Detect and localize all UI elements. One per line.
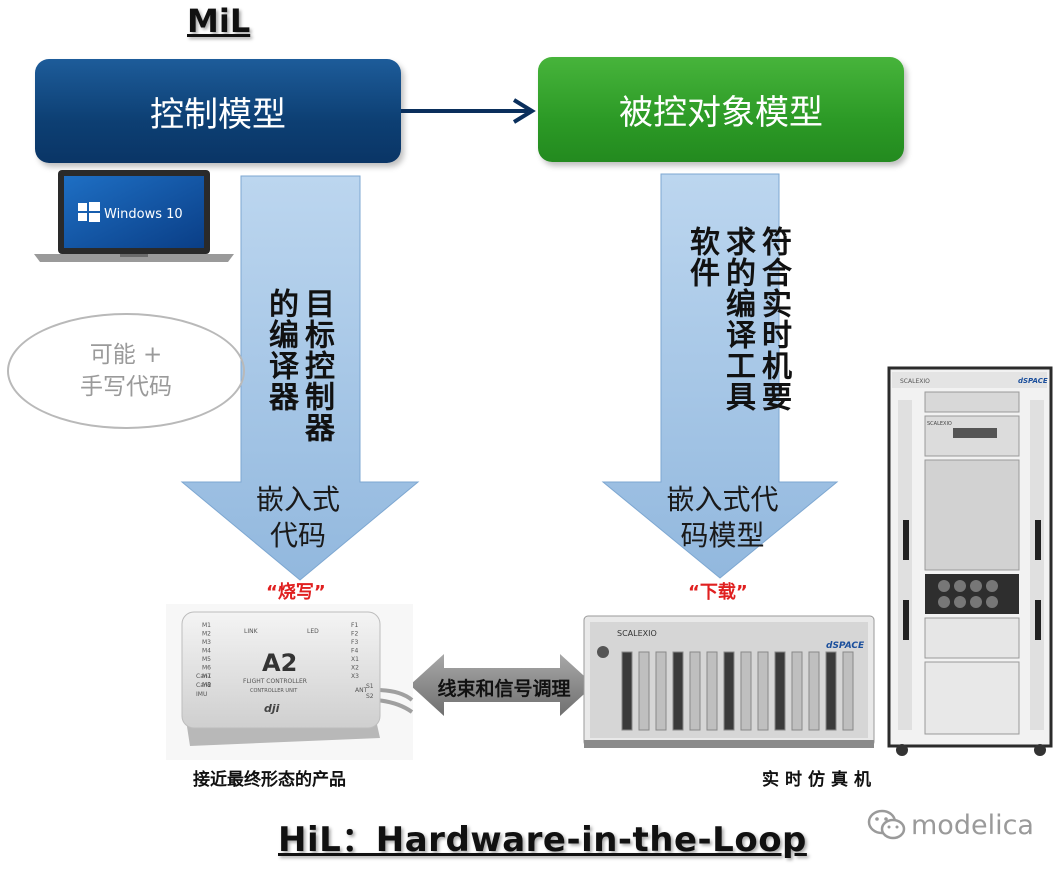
- left-port-label-6: M7: [202, 673, 211, 680]
- watermark: modelica: [867, 808, 1034, 842]
- left-port-label-5: M6: [202, 665, 211, 672]
- model-connector-arrow: [401, 98, 536, 124]
- simulator-slot: [655, 651, 667, 731]
- side-label-1: Can2: [196, 682, 212, 689]
- arrow1-label-line2: 代码: [269, 519, 326, 552]
- plant-model-label: 被控对象模型: [619, 93, 823, 133]
- laptop-icon: Windows 10: [34, 170, 234, 262]
- laptop-os-text: Windows 10: [104, 207, 183, 222]
- device-brand: dji: [264, 702, 280, 715]
- arrow2-label-line1: 嵌入式代: [666, 483, 779, 516]
- simulator-slot: [723, 651, 735, 731]
- simulator-slot: [757, 651, 769, 731]
- simulator-slot: [774, 651, 786, 731]
- device-subtitle: FLIGHT CONTROLLER: [243, 678, 307, 685]
- device-model: A2: [262, 649, 297, 677]
- right-port-label-1: F2: [351, 631, 358, 638]
- left-port-label-0: M1: [202, 622, 211, 629]
- arrow1-label-line1: 嵌入式: [255, 483, 340, 516]
- burn-label: “烧写”: [266, 582, 326, 603]
- rack-inner-label: SCALEXIO: [927, 421, 952, 427]
- harness-label: 线束和信号调理: [437, 678, 571, 700]
- download-label: “下载”: [688, 582, 748, 603]
- handwritten-code-ellipse: 可能 + 手写代码: [7, 313, 245, 429]
- wechat-icon: [867, 809, 906, 840]
- right-port-label-3: F4: [351, 648, 358, 655]
- caption-product: 接近最终形态的产品: [193, 770, 346, 790]
- simulator-slot: [808, 651, 820, 731]
- compile-arrow-right: [601, 173, 839, 579]
- simulator-slot: [689, 651, 701, 731]
- simulator-slot: [791, 651, 803, 731]
- simulator-slot: [621, 651, 633, 731]
- arrow1-bottom-label: 嵌入式 代码: [223, 482, 373, 554]
- right-port-label-4: X1: [351, 656, 359, 663]
- rack-top-label: SCALEXIO: [900, 378, 930, 385]
- arrow1-vertical-text: 目标控制器的编译器: [263, 288, 334, 443]
- windows-logo-icon: [78, 202, 100, 222]
- simulator-slot: [825, 651, 837, 731]
- plant-model-box: 被控对象模型: [538, 57, 904, 162]
- ellipse-line1: 可能 +: [89, 342, 163, 368]
- simulator-slot: [842, 651, 854, 731]
- rack-brand: dSPACE: [1018, 377, 1048, 385]
- bottom-right-port-label-1: S2: [366, 693, 374, 700]
- simulator-brand: dSPACE: [826, 641, 865, 651]
- arrow2-vertical-text: 符合实时机要求的编译工具软件: [684, 226, 791, 412]
- ellipse-line2: 手写代码: [80, 374, 172, 400]
- left-port-label-1: M2: [202, 631, 211, 638]
- arrow2-label-line2: 码模型: [680, 519, 765, 552]
- scalexio-rack-image: SCALEXIO dSPACE SCALEXIO: [887, 366, 1053, 756]
- scalexio-simulator-image: SCALEXIO dSPACE: [583, 615, 875, 748]
- ant-label: ANT: [355, 687, 368, 694]
- mil-title: MiL: [187, 2, 251, 40]
- left-port-label-7: M8: [202, 682, 211, 689]
- hil-title: HiL：Hardware-in-the-Loop: [278, 820, 807, 860]
- right-port-label-2: F3: [351, 639, 358, 646]
- watermark-text: modelica: [911, 809, 1034, 841]
- harness-double-arrow: [410, 654, 594, 716]
- side-label-0: Can1: [196, 673, 212, 680]
- compile-arrow-left: [180, 175, 420, 581]
- device-unit: CONTROLLER UNIT: [250, 688, 298, 694]
- led-label: LED: [307, 628, 319, 635]
- left-port-label-3: M4: [202, 648, 211, 655]
- control-model-box: 控制模型: [35, 59, 401, 163]
- left-port-label-4: M5: [202, 656, 211, 663]
- caption-simulator: 实时仿真机: [762, 770, 877, 790]
- right-port-label-6: X3: [351, 673, 359, 680]
- simulator-slot: [672, 651, 684, 731]
- arrow2-bottom-label: 嵌入式代 码模型: [640, 482, 805, 554]
- control-model-label: 控制模型: [150, 94, 286, 135]
- right-port-label-5: X2: [351, 665, 359, 672]
- side-label-2: IMU: [196, 691, 207, 698]
- simulator-slot: [638, 651, 650, 731]
- simulator-slot: [706, 651, 718, 731]
- bottom-right-port-label-0: S1: [366, 683, 374, 690]
- simulator-slot: [740, 651, 752, 731]
- a2-flight-controller-image: A2 FLIGHT CONTROLLER CONTROLLER UNIT dji…: [166, 604, 414, 760]
- simulator-label: SCALEXIO: [617, 629, 657, 638]
- link-label: LINK: [244, 628, 259, 635]
- right-port-label-0: F1: [351, 622, 358, 629]
- left-port-label-2: M3: [202, 639, 211, 646]
